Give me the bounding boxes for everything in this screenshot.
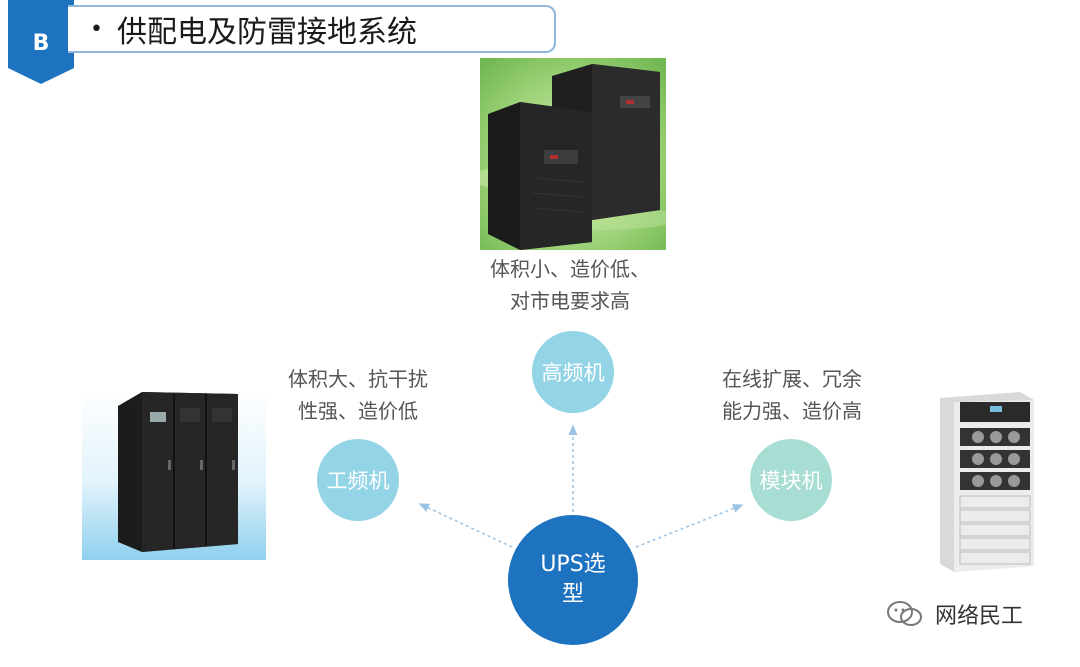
- center-label-line2: 型: [561, 582, 584, 607]
- node-power-freq: 工频机: [317, 439, 399, 521]
- title-bullet: •: [90, 16, 103, 42]
- watermark-text: 网络民工: [935, 604, 1024, 629]
- caption-high-freq: 体积小、造价低、 对市电要求高: [470, 253, 670, 317]
- arrow-to-modular: [635, 504, 744, 548]
- node-modular-label: 模块机: [759, 469, 823, 493]
- section-badge: B: [8, 0, 74, 84]
- node-modular: 模块机: [750, 439, 832, 521]
- caption-modular-line1: 在线扩展、冗余: [722, 367, 862, 391]
- chat-icon: [887, 601, 922, 626]
- caption-high-freq-line2: 对市电要求高: [510, 289, 630, 313]
- caption-power-freq: 体积大、抗干扰 性强、造价低: [268, 363, 448, 427]
- caption-high-freq-line1: 体积小、造价低、: [490, 257, 650, 281]
- node-ups-center: UPS选 型: [508, 515, 638, 645]
- caption-power-freq-line2: 性强、造价低: [298, 399, 418, 423]
- cabinet-ups-image: [82, 388, 266, 560]
- center-label-line1: UPS选: [540, 552, 606, 577]
- node-high-freq-label: 高频机: [541, 361, 605, 385]
- tower-ups-image: [480, 58, 666, 250]
- node-power-freq-label: 工频机: [326, 469, 390, 493]
- caption-modular: 在线扩展、冗余 能力强、造价高: [702, 363, 882, 427]
- arrow-to-power-freq: [418, 503, 513, 548]
- node-high-freq: 高频机: [532, 331, 614, 413]
- watermark: 网络民工: [885, 598, 1023, 630]
- title-box: • 供配电及防雷接地系统: [68, 5, 556, 53]
- caption-modular-line2: 能力强、造价高: [722, 399, 862, 423]
- badge-letter: B: [33, 31, 50, 56]
- page-title: 供配电及防雷接地系统: [116, 15, 417, 50]
- caption-power-freq-line1: 体积大、抗干扰: [288, 367, 428, 391]
- modular-ups-image: [930, 388, 1040, 574]
